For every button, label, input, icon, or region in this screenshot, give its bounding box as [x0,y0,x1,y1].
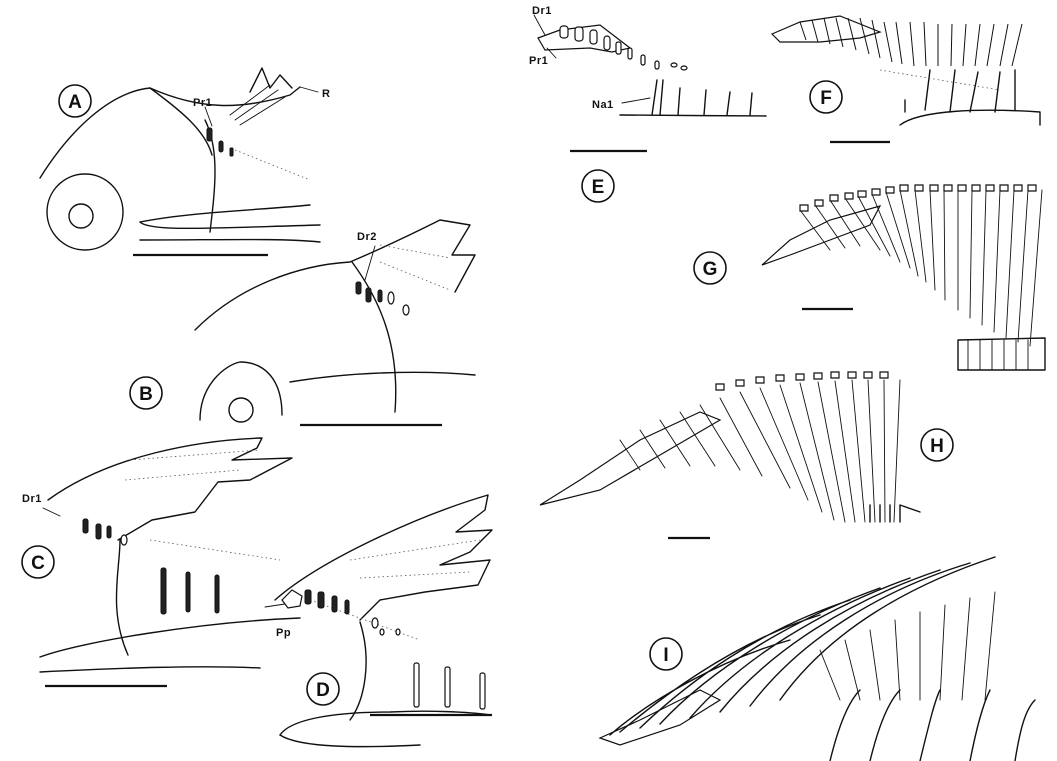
svg-text:A: A [68,92,82,113]
panel-h-letter-circle: H [921,429,953,461]
label-pp: Pp [276,627,291,639]
panel-g-letter-circle: G [694,252,726,284]
panel-a: A Pr1 R [40,68,330,255]
panel-f-letter-circle: F [810,81,842,113]
panel-h: H [540,372,953,538]
panel-e-letter-circle: E [582,170,614,202]
panel-d-letter-circle: D [307,673,339,705]
label-dr2: Dr2 [357,231,377,243]
svg-text:B: B [139,384,153,405]
svg-text:D: D [316,680,330,701]
panel-c-letter-circle: C [22,546,54,578]
svg-text:E: E [592,177,605,198]
svg-text:C: C [31,553,45,574]
label-dr1-e: Dr1 [532,5,552,17]
panel-i: I [600,557,1035,761]
label-na1: Na1 [592,99,614,111]
panel-c: C Dr1 [22,438,300,686]
panel-b: B Dr2 [130,220,475,425]
svg-text:G: G [703,259,718,280]
label-r: R [322,88,330,100]
panel-b-letter-circle: B [130,377,162,409]
panel-g: G [694,185,1045,370]
panel-e: E Dr1 Pr1 Na1 [529,5,766,202]
panel-d: D Pp [265,495,492,747]
label-pr1-a: Pr1 [193,97,212,109]
label-dr1-c: Dr1 [22,493,42,505]
svg-text:F: F [820,88,832,109]
svg-text:I: I [663,645,668,666]
panel-g-radials [800,185,1042,346]
svg-text:H: H [930,436,944,457]
panel-a-letter-circle: A [59,85,91,117]
panel-i-letter-circle: I [650,638,682,670]
panel-f: F [772,16,1040,142]
label-pr1-e: Pr1 [529,55,548,67]
